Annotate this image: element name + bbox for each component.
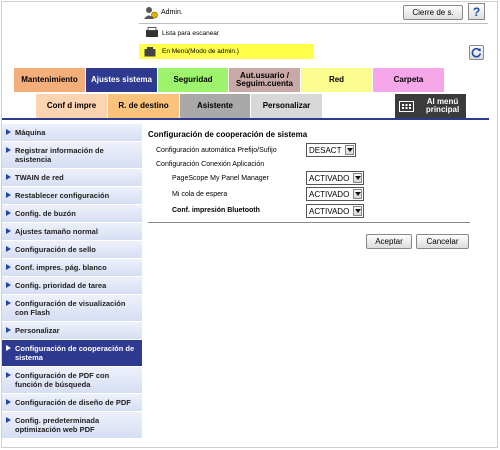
arrow-icon — [6, 399, 11, 405]
arrow-icon — [6, 282, 11, 288]
queue-label: Mi cola de espera — [172, 191, 228, 198]
bluetooth-select[interactable]: ACTIVADO — [306, 204, 364, 218]
scanner-icon — [146, 27, 158, 37]
main-menu-label: Al menú principal — [425, 96, 460, 114]
chevron-down-icon — [345, 145, 354, 155]
sidebar: Máquina Registrar información de asisten… — [2, 124, 142, 439]
refresh-button[interactable] — [469, 45, 484, 60]
pagescope-label: PageScope My Panel Manager — [172, 175, 269, 182]
pagescope-select[interactable]: ACTIVADO — [306, 171, 364, 185]
tab-wizard[interactable]: Asistente — [180, 94, 250, 118]
arrow-icon — [6, 192, 11, 198]
content-divider — [148, 222, 470, 223]
main-menu-button[interactable]: Al menú principal — [395, 94, 466, 118]
chevron-down-icon — [353, 206, 362, 216]
tab-network[interactable]: Red — [301, 68, 372, 92]
bluetooth-value: ACTIVADO — [309, 206, 350, 216]
prefix-suffix-label: Configuración automática Prefijo/Sufijo — [156, 147, 277, 154]
queue-select[interactable]: ACTIVADO — [306, 187, 364, 201]
tab-user-auth[interactable]: Aut.usuario / Seguim.cuenta — [229, 68, 300, 92]
sidebar-item-reset[interactable]: Restablecer configuración — [2, 187, 142, 205]
logout-button[interactable]: Cierre de s. — [403, 5, 463, 20]
prefix-suffix-value: DESACT — [309, 145, 342, 155]
tab-print-settings[interactable]: Conf d impre — [36, 94, 107, 118]
refresh-icon — [471, 47, 482, 58]
sidebar-item-box[interactable]: Config. de buzón — [2, 205, 142, 223]
tab-folder[interactable]: Carpeta — [373, 68, 444, 92]
sidebar-item-stamp[interactable]: Configuración de sello — [2, 241, 142, 259]
tab-bar-line — [2, 118, 489, 120]
arrow-icon — [6, 129, 11, 135]
page-title: Configuración de cooperación de sistema — [148, 130, 308, 139]
arrow-icon — [6, 372, 11, 378]
admin-mode-label: En Menú(Modo de admin.) — [162, 48, 239, 55]
sidebar-item-pdf-layout[interactable]: Configuración de diseño de PDF — [2, 394, 142, 412]
sidebar-item-job-priority[interactable]: Config. prioridad de tarea — [2, 277, 142, 295]
mode-icon — [144, 46, 156, 56]
admin-mode-bar: En Menú(Modo de admin.) — [139, 44, 314, 59]
arrow-icon — [6, 345, 11, 351]
tab-security[interactable]: Seguridad — [158, 68, 228, 92]
header-divider — [139, 23, 488, 24]
prefix-suffix-select[interactable]: DESACT — [306, 143, 356, 157]
tab-maintenance[interactable]: Mantenimiento — [14, 68, 85, 92]
arrow-icon — [6, 246, 11, 252]
sidebar-item-blank-page[interactable]: Conf. impres. pág. blanco — [2, 259, 142, 277]
menu-grid-icon — [399, 100, 414, 112]
sidebar-item-twain[interactable]: TWAIN de red — [2, 169, 142, 187]
chevron-down-icon — [353, 173, 362, 183]
pagescope-value: ACTIVADO — [309, 173, 350, 183]
tab-customize[interactable]: Personalizar — [251, 94, 322, 118]
sidebar-item-machine[interactable]: Máquina — [2, 124, 142, 142]
tab-system-settings[interactable]: Ajustes sistema — [86, 68, 157, 92]
arrow-icon — [6, 264, 11, 270]
arrow-icon — [6, 300, 11, 306]
sidebar-item-paper-size[interactable]: Ajustes tamaño normal — [2, 223, 142, 241]
scan-list-link[interactable]: Lista para escanear — [162, 30, 220, 37]
chevron-down-icon — [353, 189, 362, 199]
tab-destination-reg[interactable]: R. de destino — [108, 94, 179, 118]
accept-button[interactable]: Aceptar — [366, 234, 412, 249]
queue-value: ACTIVADO — [309, 189, 350, 199]
cancel-button[interactable]: Cancelar — [416, 234, 469, 249]
sidebar-item-web-pdf[interactable]: Config. predeterminada optimización web … — [2, 412, 142, 439]
arrow-icon — [6, 327, 11, 333]
help-button[interactable]: ? — [468, 3, 485, 20]
sidebar-item-searchable-pdf[interactable]: Configuración de PDF con función de búsq… — [2, 367, 142, 394]
arrow-icon — [6, 417, 11, 423]
arrow-icon — [6, 210, 11, 216]
admin-icon — [144, 7, 158, 19]
arrow-icon — [6, 147, 11, 153]
sidebar-item-system-cooperation[interactable]: Configuración de cooperación de sistema — [2, 340, 142, 367]
arrow-icon — [6, 228, 11, 234]
app-connection-label: Configuración Conexión Aplicación — [156, 161, 265, 168]
arrow-icon — [6, 174, 11, 180]
sidebar-item-support-info[interactable]: Registrar información de asistencia — [2, 142, 142, 169]
sidebar-item-customize[interactable]: Personalizar — [2, 322, 142, 340]
admin-label: Admin. — [161, 9, 183, 16]
sidebar-item-flash-display[interactable]: Configuración de visualización con Flash — [2, 295, 142, 322]
bluetooth-label: Conf. impresión Bluetooth — [172, 207, 260, 214]
